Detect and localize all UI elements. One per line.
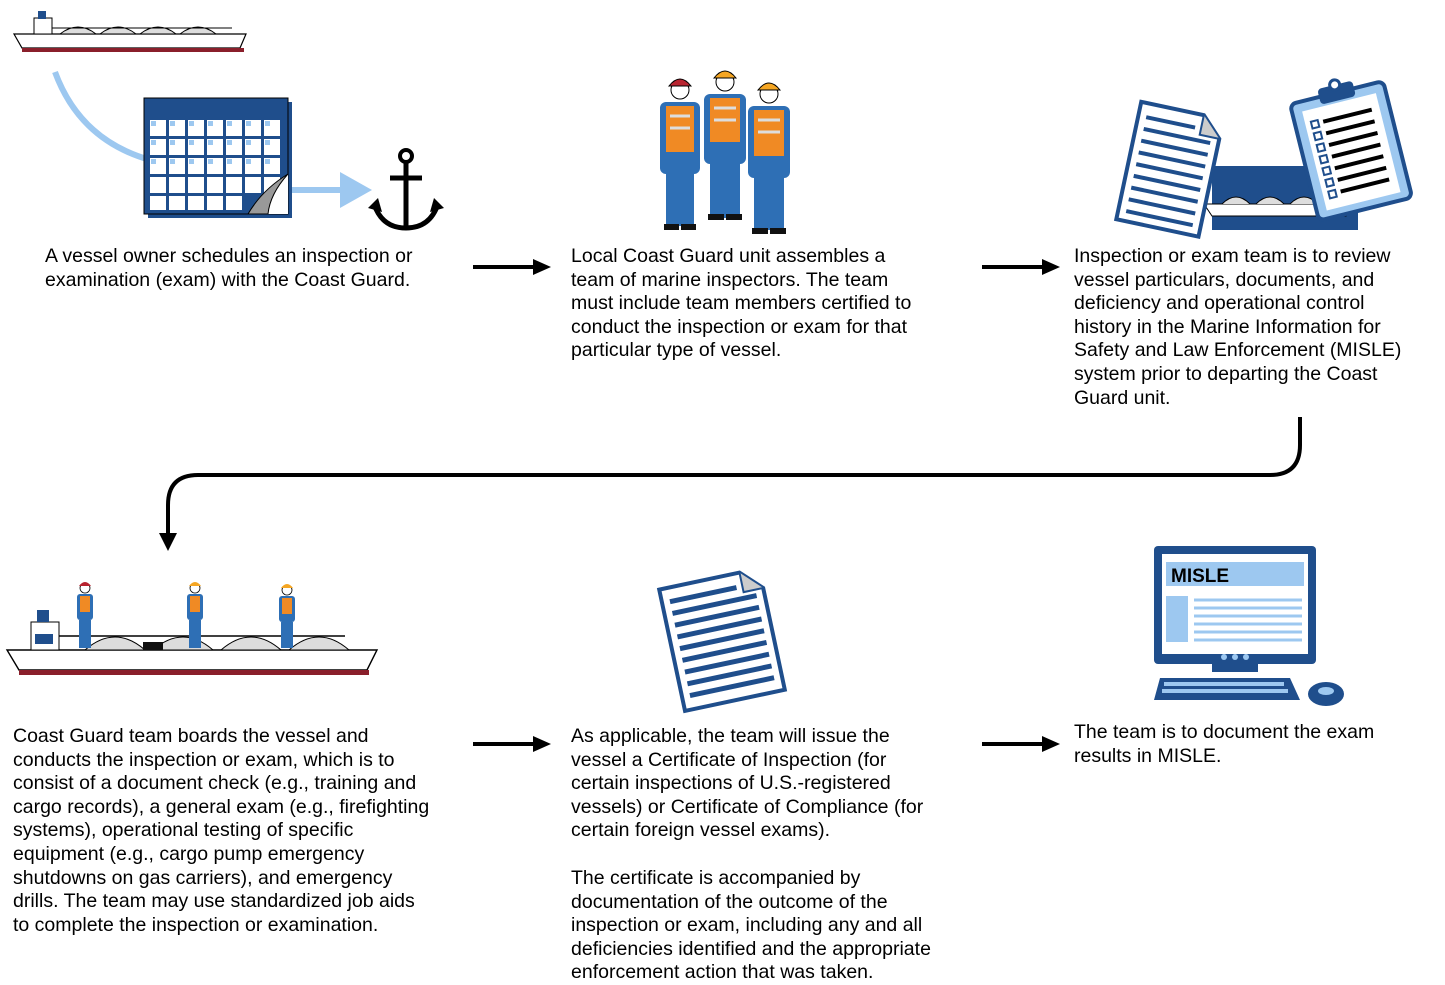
inspectors-icon <box>660 70 790 234</box>
anchor-icon <box>368 148 444 231</box>
arrow-step1-to-step2 <box>473 259 551 275</box>
ship-with-inspectors-icon <box>5 582 379 675</box>
step2-text: Local Coast Guard unit assembles a team … <box>571 245 912 362</box>
certificate-icon <box>656 570 788 714</box>
step1-text: A vessel owner schedules an inspection o… <box>45 245 413 291</box>
clipboard-icon <box>1289 78 1413 222</box>
arrow-step2-to-step3 <box>982 259 1060 275</box>
step4-text: Coast Guard team boards the vessel and c… <box>13 725 430 936</box>
arrow-step4-to-step5 <box>473 736 551 752</box>
arrow-step3-to-step4 <box>159 417 1302 551</box>
step5-text-2: The certificate is accompanied by docume… <box>571 867 931 984</box>
step5-text: As applicable, the team will issue the v… <box>571 725 924 842</box>
step6-text: The team is to document the exam results… <box>1074 721 1375 767</box>
calendar-icon <box>143 97 292 218</box>
arrow-step5-to-step6 <box>982 736 1060 752</box>
step3-text: Inspection or exam team is to review ves… <box>1074 245 1402 409</box>
computer-icon: MISLE <box>1150 544 1350 714</box>
monitor-screen-title: MISLE <box>1171 566 1230 587</box>
schedule-flow-arrow <box>52 70 372 208</box>
ship-icon <box>12 11 247 52</box>
